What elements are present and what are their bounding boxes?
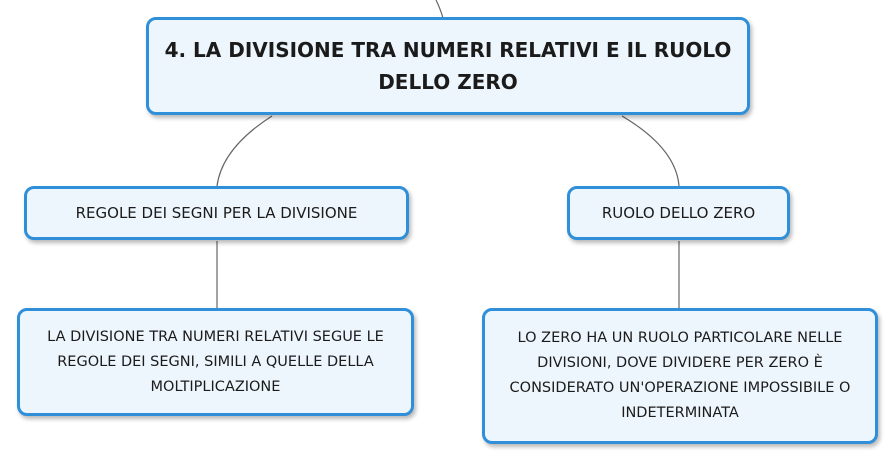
branch-topic-label: REGOLE DEI SEGNI PER LA DIVISIONE — [75, 204, 358, 222]
root-topic[interactable]: 4. LA DIVISIONE TRA NUMERI RELATIVI E IL… — [146, 17, 750, 115]
branch-topic-label: RUOLO DELLO ZERO — [601, 204, 756, 222]
subtopic-role-of-zero-detail[interactable]: LO ZERO HA UN RUOLO PARTICOLARE NELLE DI… — [482, 308, 878, 444]
subtopic-text: LA DIVISIONE TRA NUMERI RELATIVI SEGUE L… — [47, 328, 384, 395]
branch-topic-role-of-zero[interactable]: RUOLO DELLO ZERO — [567, 186, 790, 240]
connector-root-to-right-branch — [621, 115, 680, 187]
subtopic-sign-rules-detail[interactable]: LA DIVISIONE TRA NUMERI RELATIVI SEGUE L… — [17, 308, 414, 416]
connector-root-to-left-branch — [216, 115, 273, 187]
connector-parent-to-root — [435, 0, 444, 19]
subtopic-text: LO ZERO HA UN RUOLO PARTICOLARE NELLE DI… — [509, 330, 851, 421]
branch-topic-sign-rules[interactable]: REGOLE DEI SEGNI PER LA DIVISIONE — [24, 186, 409, 240]
root-topic-title: 4. LA DIVISIONE TRA NUMERI RELATIVI E IL… — [164, 38, 732, 94]
